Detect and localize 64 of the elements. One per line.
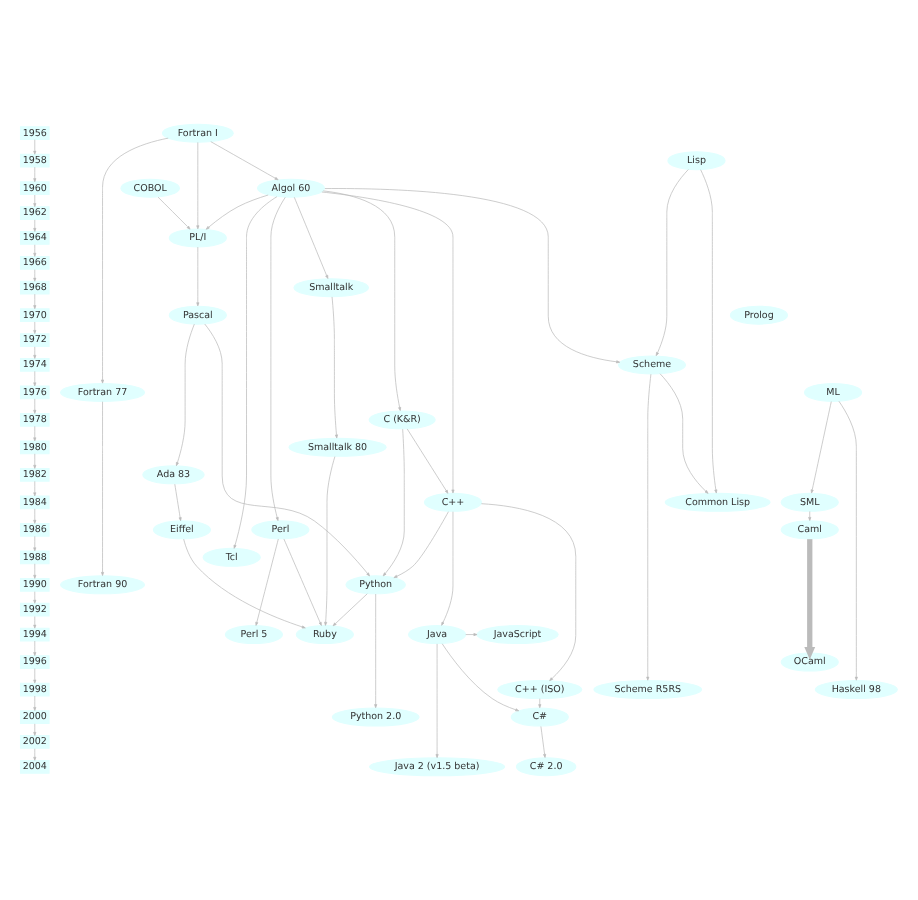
arrow <box>33 723 37 736</box>
arrow <box>808 511 812 521</box>
arrow <box>33 480 37 497</box>
arrow <box>33 640 37 656</box>
arrow <box>646 373 652 681</box>
arrow <box>406 428 449 494</box>
arrow <box>374 593 378 709</box>
arrow <box>157 196 191 230</box>
arrow <box>331 296 338 439</box>
arrow <box>810 401 832 494</box>
arrow <box>293 196 329 279</box>
arrow <box>33 563 37 579</box>
arrow <box>441 643 520 712</box>
arrow <box>283 538 322 626</box>
arrow <box>204 323 370 577</box>
arrow <box>33 695 37 711</box>
arrow <box>183 538 306 629</box>
arrow <box>441 511 454 626</box>
arrow <box>700 169 718 494</box>
arrow <box>196 246 200 307</box>
arrow <box>33 139 37 155</box>
arrow <box>205 194 269 230</box>
arrow <box>233 196 278 549</box>
arrow <box>33 370 37 387</box>
arrow <box>322 190 402 411</box>
arrow <box>33 166 37 183</box>
arrow <box>382 428 405 577</box>
arrow <box>33 668 37 684</box>
arrow <box>33 748 37 761</box>
arrow <box>33 398 37 414</box>
arrow <box>33 508 37 524</box>
arrow <box>655 169 689 356</box>
arrow <box>33 269 37 282</box>
arrow <box>804 539 816 660</box>
arrow <box>481 503 577 682</box>
arrow <box>33 616 37 629</box>
arrow <box>393 511 449 578</box>
arrow <box>174 483 182 522</box>
arrow <box>210 141 279 181</box>
arrow <box>255 538 279 626</box>
arrow <box>540 726 547 758</box>
arrow <box>33 219 37 232</box>
arrow <box>324 456 336 626</box>
arrow <box>33 453 37 469</box>
arrow <box>196 141 200 230</box>
arrow <box>838 400 858 681</box>
arrow <box>33 591 37 604</box>
arrow <box>270 196 286 521</box>
arrow <box>33 244 37 257</box>
arrow <box>33 346 37 359</box>
arrow <box>538 698 542 709</box>
arrow <box>33 535 37 552</box>
arrow <box>101 137 169 384</box>
arrow <box>324 188 621 364</box>
arrow <box>33 194 37 208</box>
arrow <box>33 321 37 334</box>
arrow <box>465 633 478 637</box>
arrow <box>101 401 105 576</box>
arrow <box>659 373 709 494</box>
arrow <box>33 425 37 442</box>
arrow <box>332 593 368 627</box>
arrow <box>33 293 37 310</box>
arrow <box>321 191 455 494</box>
arrow <box>175 323 195 467</box>
